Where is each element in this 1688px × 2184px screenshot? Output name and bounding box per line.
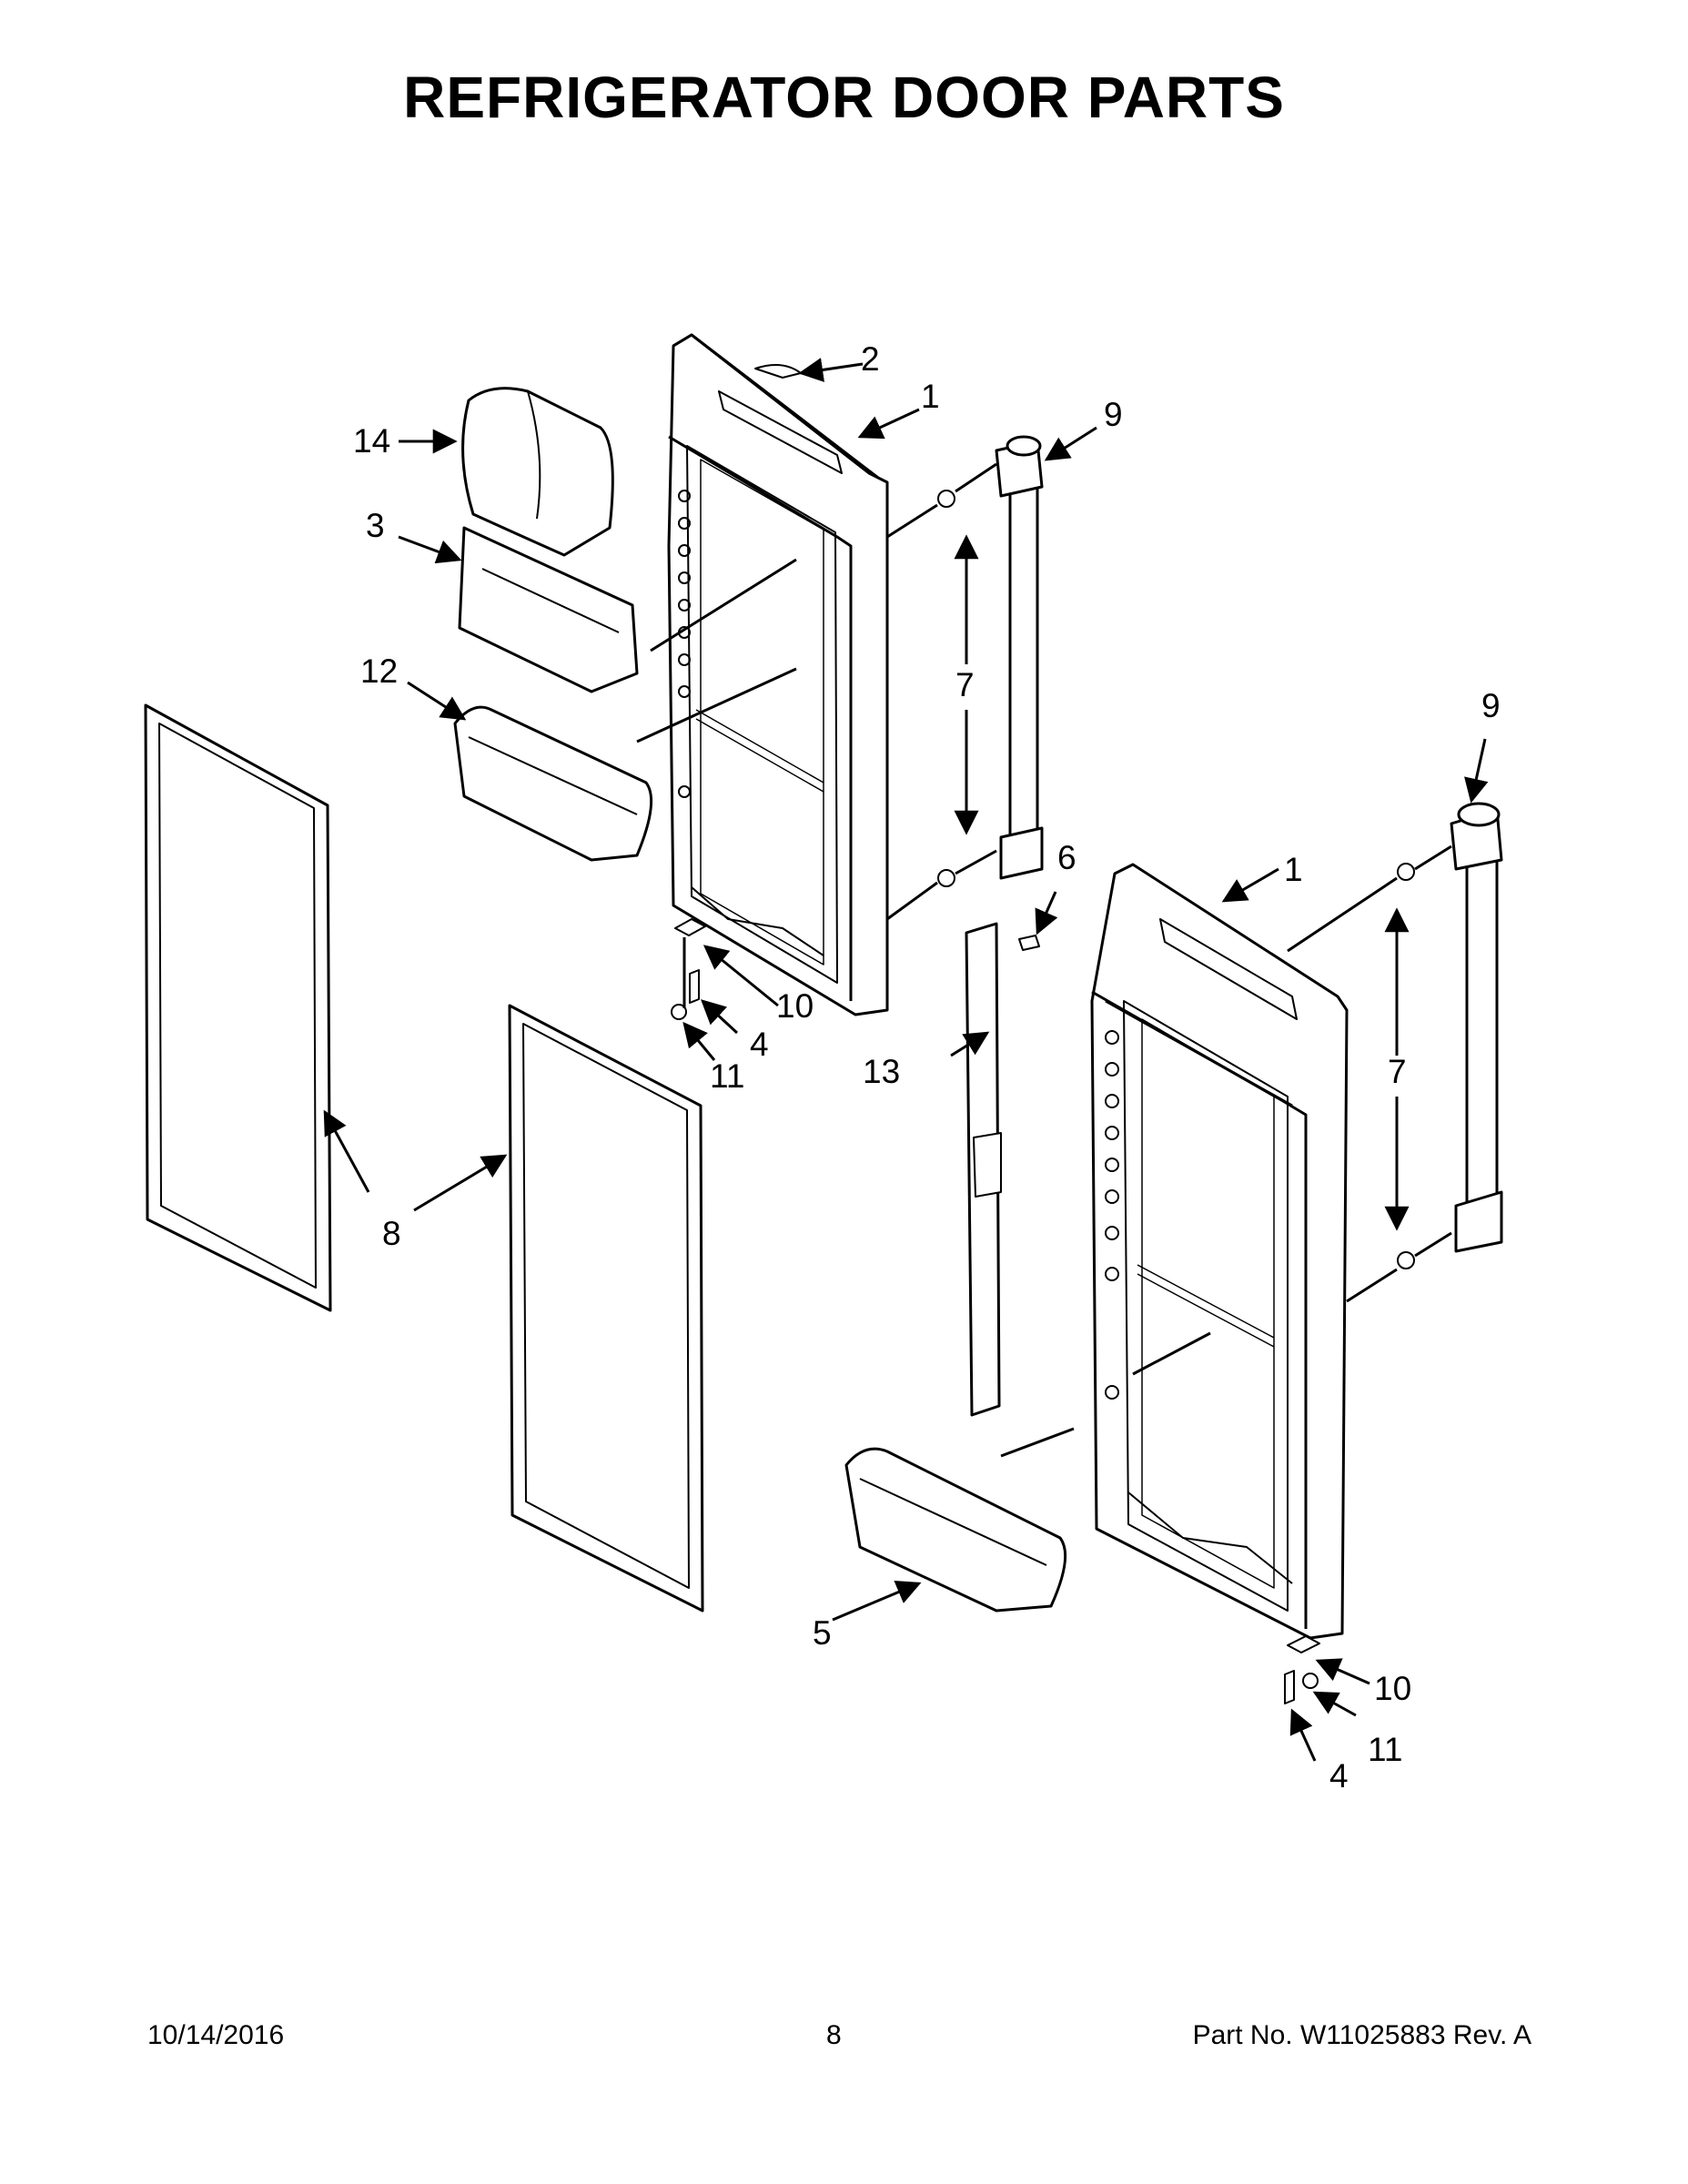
callout-14: 14 <box>353 422 390 460</box>
callout-6: 6 <box>1057 839 1076 876</box>
right-door-gasket <box>508 1004 704 1613</box>
bin-part-3 <box>458 526 639 693</box>
callout-12: 12 <box>360 652 398 690</box>
callout-9-left-handle: 9 <box>1104 396 1123 433</box>
footer-date: 10/14/2016 <box>147 2020 285 2050</box>
callout-9-right-handle: 9 <box>1481 687 1501 724</box>
bin-part-12 <box>453 705 653 862</box>
left-door-handle <box>995 435 1044 880</box>
callout-7-right: 7 <box>1388 1053 1407 1090</box>
bin-part-14 <box>461 387 614 557</box>
left-door-gasket <box>144 703 332 1312</box>
callout-11-right: 11 <box>1368 1731 1402 1768</box>
callout-2: 2 <box>861 340 880 378</box>
bin-part-5 <box>844 1447 1067 1613</box>
callout-13: 13 <box>863 1053 900 1090</box>
mounting-studs <box>671 364 1415 1704</box>
right-door-liner <box>1090 863 1349 1640</box>
callout-10-left: 10 <box>776 987 814 1025</box>
footer-page-number: 8 <box>826 2020 842 2050</box>
left-door-liner <box>667 333 889 1016</box>
callout-1-right-door: 1 <box>1284 851 1303 888</box>
callout-8: 8 <box>382 1215 401 1252</box>
footer-part-number: Part No. W11025883 Rev. A <box>1192 2020 1531 2050</box>
callout-7-left: 7 <box>955 666 975 703</box>
callout-5: 5 <box>813 1614 832 1652</box>
page-title: REFRIGERATOR DOOR PARTS <box>403 65 1285 130</box>
callout-4-left: 4 <box>750 1026 769 1063</box>
callout-4-right: 4 <box>1329 1757 1349 1795</box>
callout-10-right: 10 <box>1374 1670 1411 1707</box>
callout-3: 3 <box>366 507 385 544</box>
callout-11-left: 11 <box>710 1057 744 1095</box>
callout-1-left-door: 1 <box>921 378 940 415</box>
right-door-handle <box>1450 802 1503 1253</box>
hinge-cover-strip <box>965 922 1002 1417</box>
